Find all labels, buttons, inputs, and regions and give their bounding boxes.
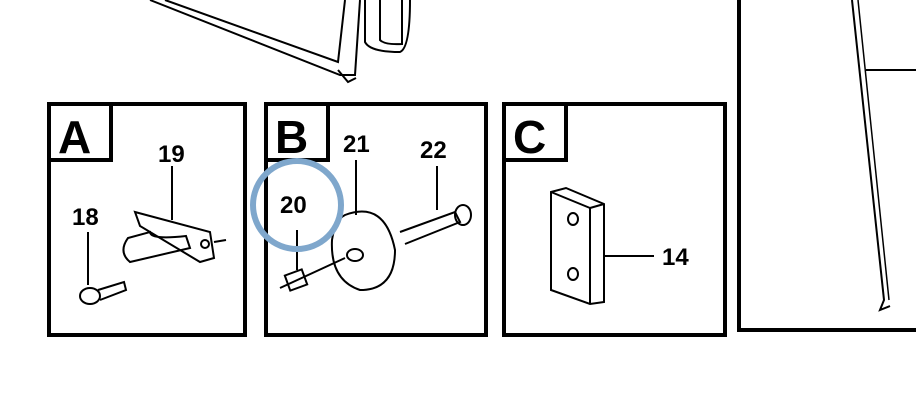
panel-c: C 14 [502,102,727,337]
panel-b: B 21 22 20 [250,102,488,337]
hinge-bracket-drawing [79,166,227,305]
plate-drawing [550,186,654,306]
part-label-14: 14 [662,244,689,271]
panel-letter-a: A [58,111,91,163]
cam-disc-drawing [279,160,472,292]
part-label-19: 19 [158,141,185,168]
panel-d-partial [737,0,916,332]
frame-fragment [149,0,411,84]
part-label-22: 22 [420,137,447,164]
part-label-18: 18 [72,204,99,231]
panel-letter-c: C [513,111,546,163]
panel-a: A 19 18 [47,102,247,337]
highlight-circle-20 [250,158,344,252]
panel-letter-b: B [275,111,308,163]
part-label-21: 21 [343,131,370,158]
part-label-20: 20 [280,192,307,219]
